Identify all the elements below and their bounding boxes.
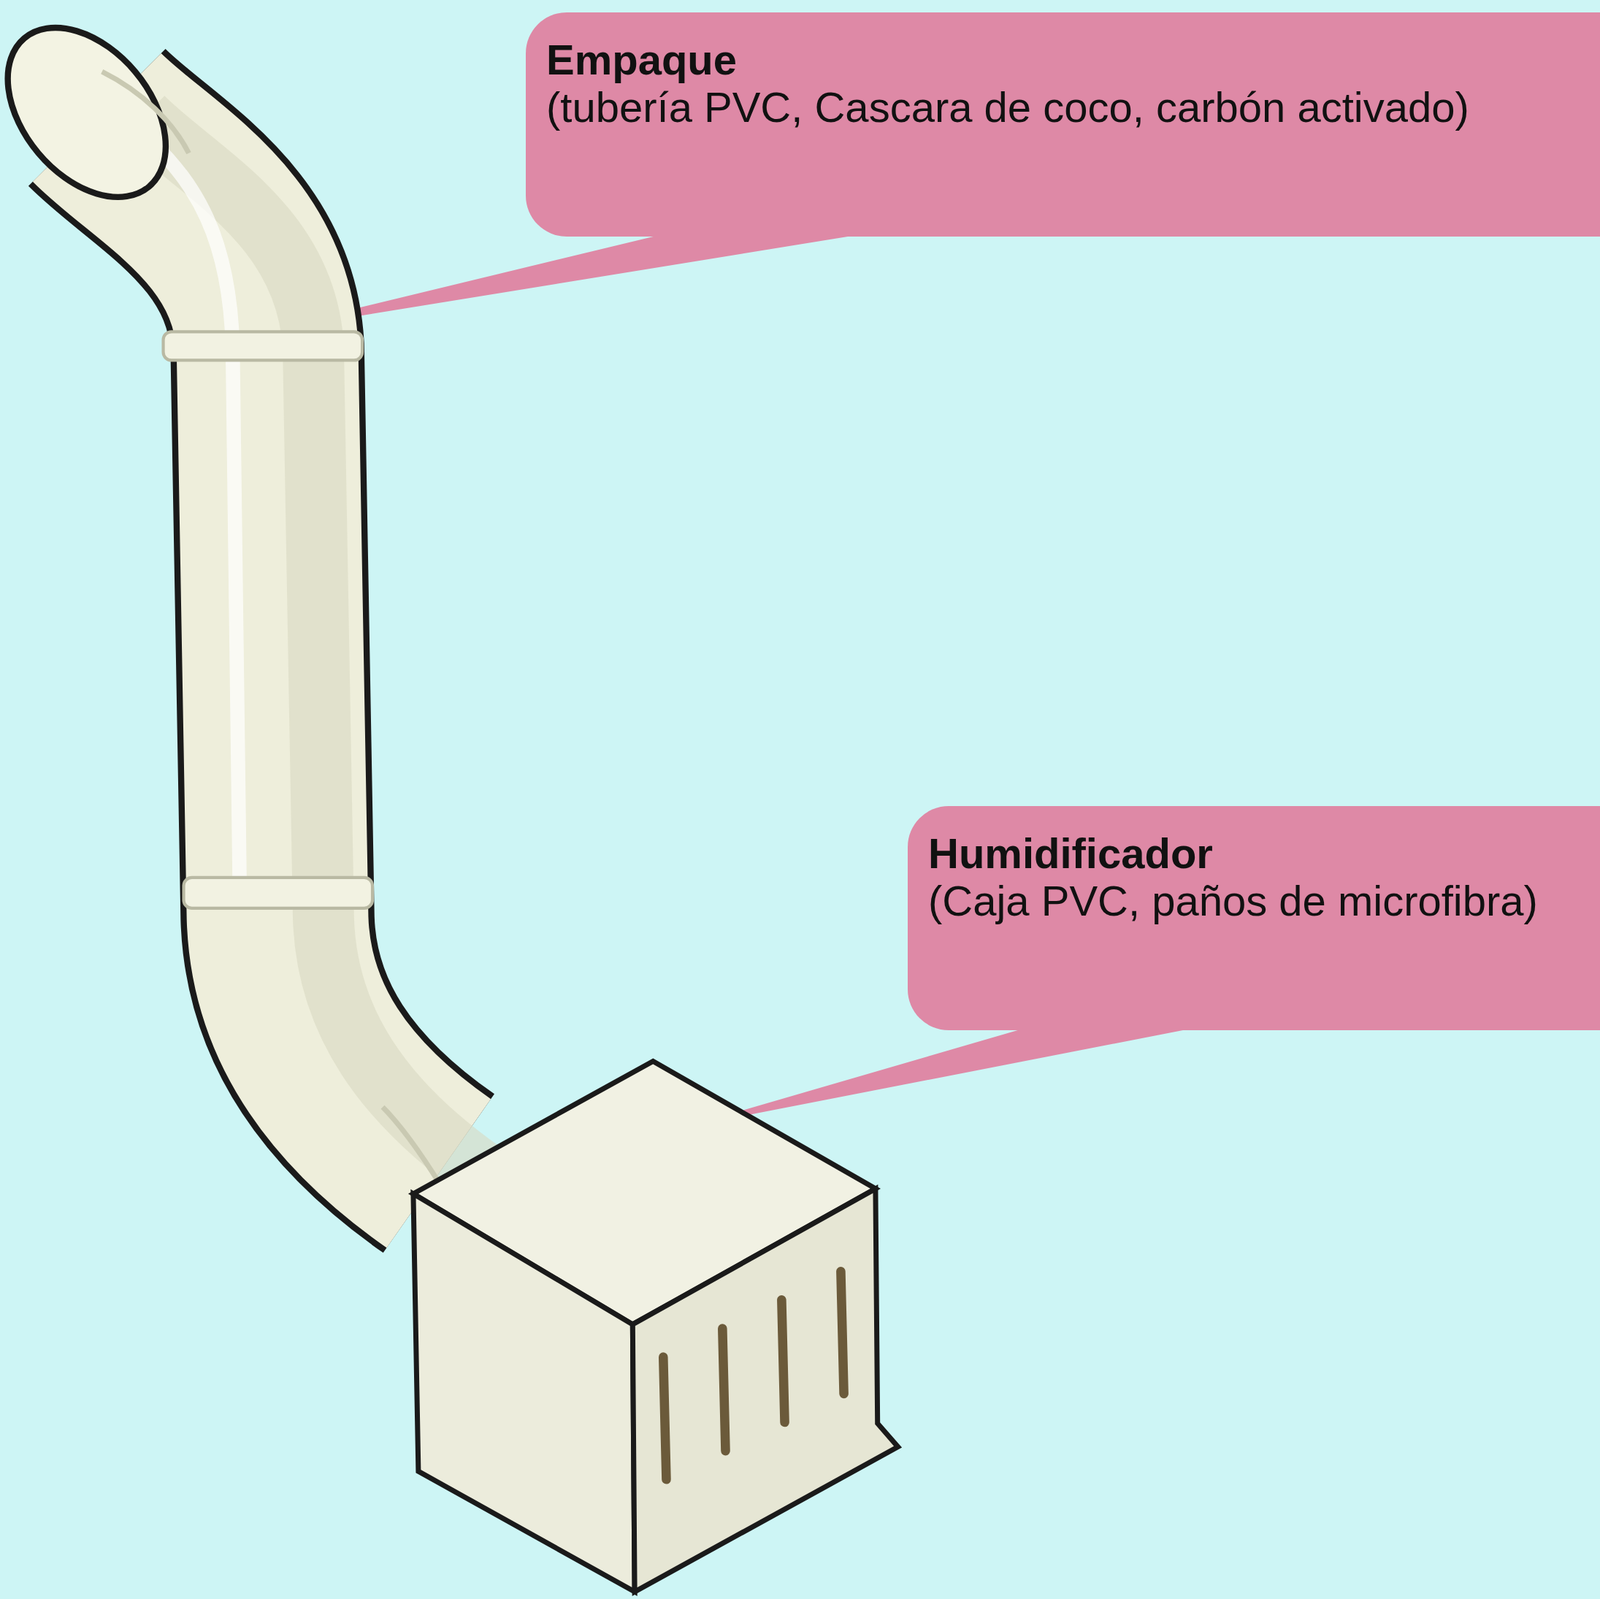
vent-slit: [840, 1271, 844, 1395]
callout-body: (tubería PVC, Cascara de coco, carbón ac…: [546, 84, 1600, 131]
callout-box: Humidificador(Caja PVC, paños de microfi…: [907, 806, 1600, 1031]
vent-slit: [663, 1357, 666, 1481]
pipe-coupler: [163, 331, 363, 361]
callout-title: Humidificador: [928, 831, 1600, 878]
vent-slits: [663, 1271, 844, 1480]
callout-body: (Caja PVC, paños de microfibra): [928, 878, 1600, 925]
pipe-highlight: [153, 143, 241, 899]
callout-box: Empaque(tubería PVC, Cascara de coco, ca…: [525, 12, 1600, 237]
pipe-joint: [102, 71, 190, 154]
box-front: [413, 1193, 635, 1592]
callout-title: Empaque: [546, 37, 1600, 84]
pipe-coupler: [184, 877, 374, 909]
pipe-end-cap: [0, 0, 198, 228]
box-side: [632, 1188, 898, 1592]
pipe-shading: [143, 117, 485, 1174]
vent-slit: [722, 1329, 726, 1452]
vent-slit: [781, 1299, 785, 1423]
